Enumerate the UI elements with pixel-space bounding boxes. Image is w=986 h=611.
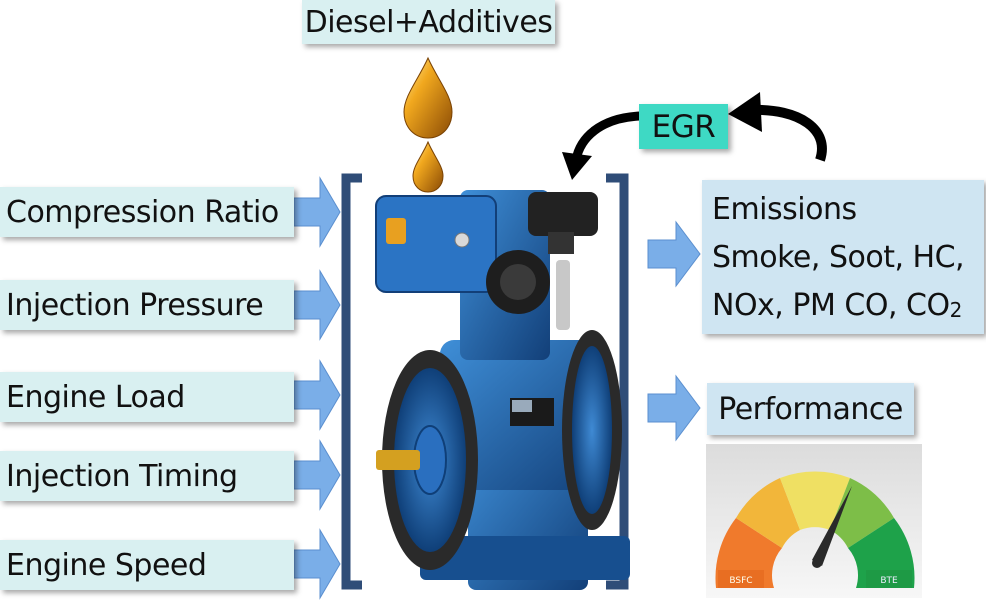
input-label-engine-speed: Engine Speed: [0, 540, 294, 590]
input-label-injection-timing: Injection Timing: [0, 451, 294, 501]
input-arrow-5: [293, 528, 341, 600]
input-arrow-3: [293, 359, 341, 431]
emissions-line-1: Smoke, Soot, HC,: [712, 240, 965, 275]
gauge-segment-2: [736, 478, 800, 548]
egr-left-arrowhead: [562, 152, 592, 180]
gauge-right-label: BTE: [880, 576, 898, 586]
input-label-compression-ratio: Compression Ratio: [0, 187, 294, 237]
output-arrows: [647, 220, 701, 442]
egr-left-curve-arrow: [571, 111, 641, 162]
emissions-line-2-text: NOx, PM CO, CO: [712, 288, 950, 323]
egr-label: EGR: [639, 104, 728, 149]
input-arrow-1: [293, 176, 341, 248]
egr-right-curve-arrow: [749, 104, 827, 162]
performance-label: Performance: [707, 383, 914, 435]
emissions-box: Emissions Smoke, Soot, HC, NOx, PM CO, C…: [702, 180, 984, 334]
emissions-line-2: NOx, PM CO, CO2: [712, 282, 984, 334]
fuel-drop-small-icon: [412, 140, 444, 193]
input-arrow-2: [293, 269, 341, 341]
performance-gauge: BSFC BTE: [706, 444, 922, 598]
gauge-segment-4: [830, 478, 894, 548]
emissions-arrow: [647, 220, 701, 288]
left-bracket: [341, 173, 362, 590]
fuel-drop-large-icon: [403, 56, 453, 139]
emissions-title: Emissions: [712, 192, 857, 227]
engine-illustration: [375, 190, 630, 590]
input-label-injection-pressure: Injection Pressure: [0, 280, 294, 330]
performance-arrow: [647, 374, 701, 442]
emissions-co2-subscript: 2: [949, 298, 963, 322]
input-label-engine-load: Engine Load: [0, 372, 294, 422]
input-arrow-4: [293, 439, 341, 511]
input-arrows: [293, 176, 341, 600]
fuel-label: Diesel+Additives: [302, 0, 555, 44]
right-bracket: [606, 173, 629, 590]
gauge-needle: [812, 486, 852, 566]
egr-right-arrowhead: [728, 92, 762, 132]
gauge-segment-3: [780, 471, 850, 530]
gauge-left-label: BSFC: [729, 576, 752, 586]
